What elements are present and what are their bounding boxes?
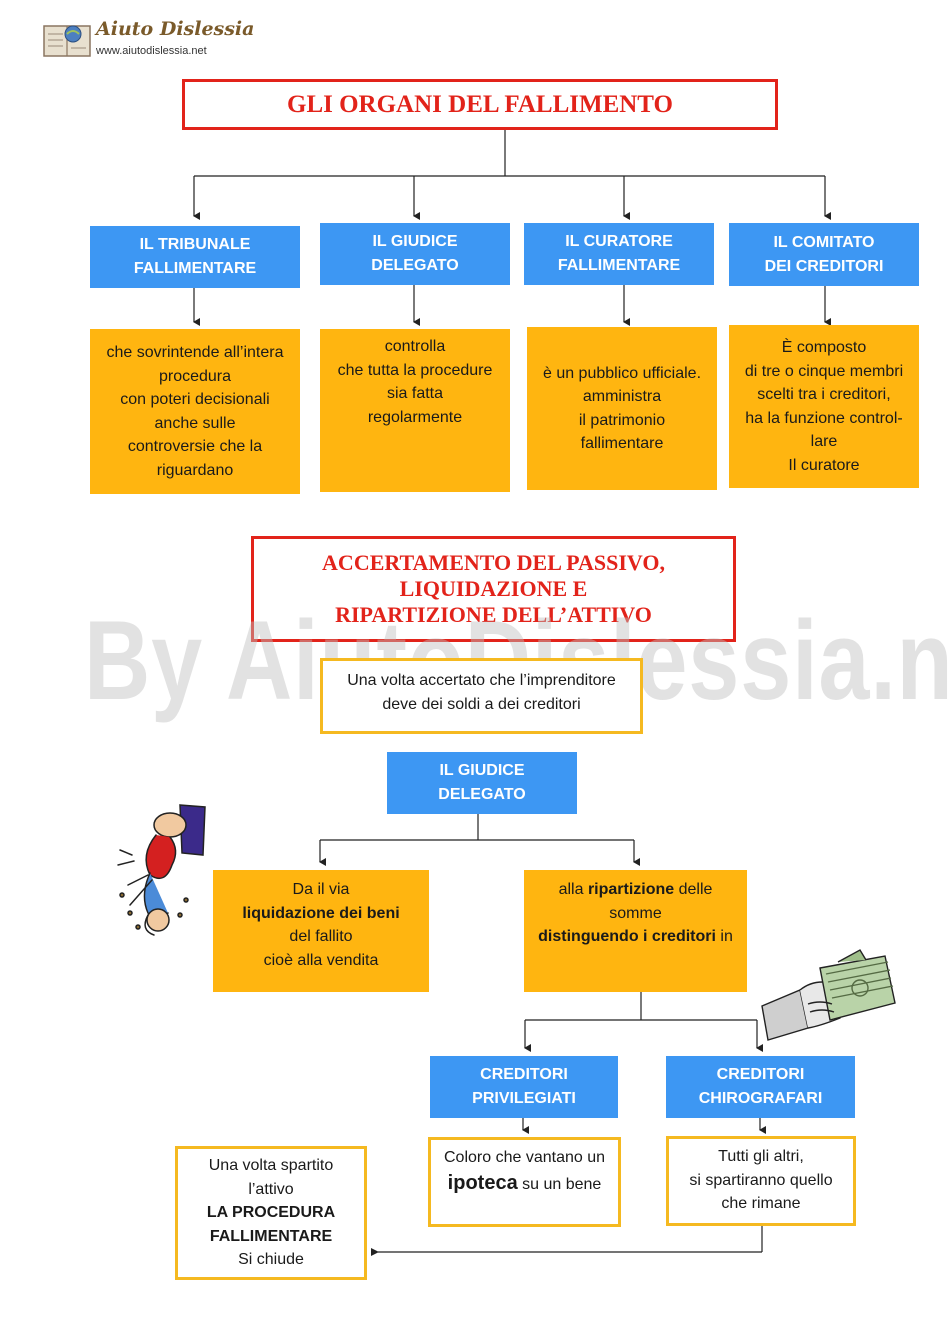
- intro-line2: deve dei soldi a dei creditori: [382, 695, 581, 713]
- privileged-desc-line2: ipoteca su un bene: [444, 1172, 605, 1197]
- organ-tribunale-line2: FALLIMENTARE: [133, 260, 257, 277]
- liquidation-line4: cioè alla vendita: [263, 951, 379, 969]
- liquidation-line3: del fallito: [289, 928, 353, 945]
- organ-curatore-line2: FALLIMENTARE: [557, 257, 681, 274]
- creditors-unsecured-description: Tutti gli altri, si spartiranno quello c…: [666, 1136, 856, 1226]
- closing-line3: LA PROCEDURA: [206, 1204, 336, 1222]
- intro-box: Una volta accertato che l’imprenditore d…: [320, 658, 643, 734]
- creditors-privileged: CREDITORI PRIVILEGIATI: [430, 1056, 618, 1118]
- closing-line1: Una volta spartito: [208, 1157, 334, 1175]
- judge-line1: IL GIUDICE: [439, 762, 525, 779]
- falling-man-illustration: [117, 804, 206, 936]
- unsecured-desc-line1: Tutti gli altri,: [718, 1148, 804, 1165]
- distribution-line2: somme: [609, 904, 662, 922]
- privileged-desc-post: su un bene: [517, 1175, 602, 1193]
- creditors-unsecured: CREDITORI CHIROGRAFARI: [666, 1056, 855, 1118]
- distribution-line1-pre: alla: [558, 881, 588, 898]
- closing-line4: FALLIMENTARE: [209, 1227, 333, 1245]
- privileged-desc-line1: Coloro che vantano un: [444, 1149, 605, 1166]
- distribution-line1: alla ripartizione delle: [538, 878, 733, 902]
- creditors-privileged-line2: PRIVILEGIATI: [472, 1090, 576, 1107]
- organ-tribunale: IL TRIBUNALE FALLIMENTARE: [90, 226, 300, 288]
- organ-curatore-line1: IL CURATORE: [565, 233, 673, 250]
- section2-title-line3: RIPARTIZIONE DELL’ATTIVO: [335, 602, 652, 627]
- unsecured-desc-line2: si spartiranno quello: [689, 1171, 833, 1189]
- judge-line2: DELEGATO: [438, 786, 526, 803]
- liquidation-box: Da il via liquidazione dei beni del fall…: [213, 870, 429, 992]
- organ-curatore: IL CURATORE FALLIMENTARE: [524, 223, 714, 285]
- section1-title-text: GLI ORGANI DEL FALLIMENTO: [287, 90, 673, 118]
- judge-box: IL GIUDICE DELEGATO: [387, 752, 577, 814]
- distribution-line1-post: delle: [674, 881, 713, 898]
- logo-book-icon: [43, 25, 91, 57]
- intro-line1: Una volta accertato che l’imprenditore: [347, 672, 616, 689]
- distribution-line3-post: in: [715, 928, 733, 945]
- organ-comitato: IL COMITATO DEI CREDITORI: [729, 223, 919, 286]
- closing-line5: Si chiude: [238, 1251, 304, 1269]
- organ-giudice-line1: IL GIUDICE: [372, 233, 458, 250]
- organ-curatore-description: è un pubblico ufficiale. amministra il p…: [527, 327, 717, 490]
- organ-comitato-line1: IL COMITATO: [773, 233, 875, 251]
- section2-title: ACCERTAMENTO DEL PASSIVO, LIQUIDAZIONE E…: [251, 536, 736, 642]
- creditors-privileged-description: Coloro che vantano un ipoteca su un bene: [428, 1137, 621, 1227]
- organ-comitato-line2: DEI CREDITORI: [764, 257, 884, 275]
- logo-url: www.aiutodislessia.net: [96, 45, 207, 57]
- closing-line2: l’attivo: [248, 1180, 294, 1198]
- money-hand-illustration: [761, 949, 896, 1041]
- liquidation-line1: Da il via: [292, 881, 350, 898]
- distribution-line1-bold: ripartizione: [587, 881, 675, 898]
- creditors-unsecured-line2: CHIROGRAFARI: [698, 1090, 823, 1107]
- distribution-line3-bold: distinguendo i creditori: [538, 928, 716, 945]
- organ-giudice-description: controlla che tutta la procedure sia fat…: [320, 329, 510, 492]
- section2-title-line2: LIQUIDAZIONE E: [399, 576, 588, 601]
- distribution-line3: distinguendo i creditori in: [538, 925, 733, 949]
- distribution-box: alla ripartizione delle somme distinguen…: [524, 870, 747, 992]
- closing-box: Una volta spartito l’attivo LA PROCEDURA…: [175, 1146, 367, 1280]
- section1-title: GLI ORGANI DEL FALLIMENTO: [182, 79, 778, 130]
- organ-comitato-description: È composto di tre o cinque membri scelti…: [729, 325, 919, 488]
- unsecured-desc-line3: che rimane: [721, 1195, 801, 1212]
- organ-tribunale-description: che sovrintende all’intera procedura con…: [90, 329, 300, 494]
- creditors-unsecured-line1: CREDITORI: [716, 1066, 805, 1083]
- organ-tribunale-line1: IL TRIBUNALE: [139, 236, 251, 253]
- liquidation-line2: liquidazione dei beni: [242, 904, 400, 922]
- section2-title-line1: ACCERTAMENTO DEL PASSIVO,: [322, 550, 665, 575]
- logo: Aiuto Dislessia www.aiutodislessia.net: [42, 18, 254, 62]
- organ-giudice: IL GIUDICE DELEGATO: [320, 223, 510, 285]
- logo-title: Aiuto Dislessia: [96, 18, 255, 40]
- organ-giudice-line2: DELEGATO: [371, 257, 459, 274]
- creditors-privileged-line1: CREDITORI: [480, 1066, 568, 1083]
- privileged-desc-bold: ipoteca: [447, 1171, 518, 1194]
